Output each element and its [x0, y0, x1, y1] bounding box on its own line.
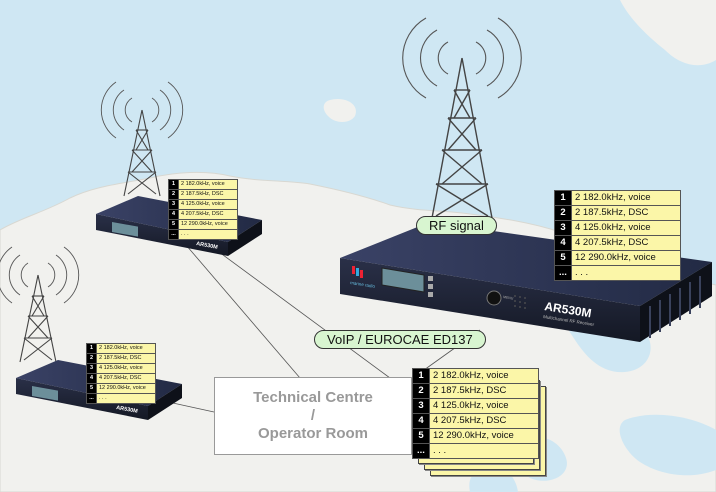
channel-frequency: 12 290.0kHz, voice	[429, 428, 539, 444]
channel-number: ...	[86, 393, 97, 404]
channel-number: 2	[86, 353, 97, 364]
channel-frequency: 12 290.0kHz, voice	[96, 383, 156, 394]
channel-frequency: 4 125.0kHz, voice	[96, 363, 156, 374]
channel-number: 4	[554, 235, 572, 251]
brand-logo-icon	[352, 266, 363, 278]
channel-frequency: 2 187.5kHz, DSC	[429, 383, 539, 399]
channel-number: 4	[412, 413, 430, 429]
channel-number: 1	[412, 368, 430, 384]
channel-frequency: . . .	[96, 393, 156, 404]
channel-frequency: 2 187.5kHz, DSC	[96, 353, 156, 364]
channel-number: 2	[168, 189, 179, 200]
receiver-knob-label: MENU	[503, 295, 514, 301]
voip-label: VoIP / EUROCAE ED137	[314, 330, 486, 349]
channel-frequency: . . .	[178, 229, 238, 240]
technical-centre-box: Technical Centre / Operator Room	[214, 377, 412, 455]
radio-tower-1	[100, 81, 184, 197]
channel-number: 3	[554, 220, 572, 236]
channel-frequency: 2 187.5kHz, DSC	[178, 189, 238, 200]
channel-number: 1	[86, 343, 97, 354]
rf-signal-label: RF signal	[416, 216, 497, 235]
channel-row: .... . .	[168, 229, 238, 240]
channel-frequency: 2 182.0kHz, voice	[96, 343, 156, 354]
lake	[619, 414, 716, 476]
channel-number: 3	[412, 398, 430, 414]
channel-number: ...	[412, 443, 430, 459]
channel-number: 5	[554, 250, 572, 266]
channel-number: 5	[168, 219, 179, 230]
channel-number: 2	[554, 205, 572, 221]
channel-number: 1	[168, 179, 179, 190]
receiver-small2-model: AR530M	[116, 405, 139, 415]
channel-number: 5	[86, 383, 97, 394]
channel-number: 5	[412, 428, 430, 444]
channel-number: 2	[412, 383, 430, 399]
channel-frequency: 2 182.0kHz, voice	[178, 179, 238, 190]
channel-number: ...	[554, 265, 572, 281]
channel-frequency: 4 207.5kHz, DSC	[178, 209, 238, 220]
channel-frequency: 4 125.0kHz, voice	[571, 220, 681, 236]
channel-frequency: 2 182.0kHz, voice	[571, 190, 681, 206]
channel-row: .... . .	[412, 443, 539, 459]
channel-frequency: . . .	[429, 443, 539, 459]
channel-number: 4	[168, 209, 179, 220]
coast-island	[323, 98, 356, 122]
tech-centre-line1: Technical Centre	[253, 389, 373, 406]
channel-frequency: 12 290.0kHz, voice	[571, 250, 681, 266]
channel-frequency: 2 182.0kHz, voice	[429, 368, 539, 384]
channel-number: ...	[168, 229, 179, 240]
network-lines	[149, 237, 481, 413]
channel-frequency: 12 290.0kHz, voice	[178, 219, 238, 230]
channel-number: 3	[86, 363, 97, 374]
channel-row: .... . .	[554, 265, 681, 281]
receiver-unit-main	[340, 222, 712, 342]
channel-frequency: 4 207.5kHz, DSC	[571, 235, 681, 251]
channel-number: 3	[168, 199, 179, 210]
channel-frequency: 4 207.5kHz, DSC	[96, 373, 156, 384]
coast-island	[620, 0, 716, 66]
channel-frequency: 4 207.5kHz, DSC	[429, 413, 539, 429]
tech-centre-line2: /	[310, 407, 316, 424]
tech-centre-line3: Operator Room	[257, 425, 368, 442]
channel-frequency: . . .	[571, 265, 681, 281]
receiver-small1-model: AR530M	[196, 241, 219, 251]
channel-number: 1	[554, 190, 572, 206]
channel-frequency: 4 125.0kHz, voice	[429, 398, 539, 414]
channel-frequency: 2 187.5kHz, DSC	[571, 205, 681, 221]
channel-number: 4	[86, 373, 97, 384]
radio-tower-2	[0, 246, 80, 363]
channel-frequency: 4 125.0kHz, voice	[178, 199, 238, 210]
receiver-brand-label: marine radio	[350, 280, 376, 289]
channel-row: .... . .	[86, 393, 156, 404]
radio-tower-3	[402, 17, 522, 219]
